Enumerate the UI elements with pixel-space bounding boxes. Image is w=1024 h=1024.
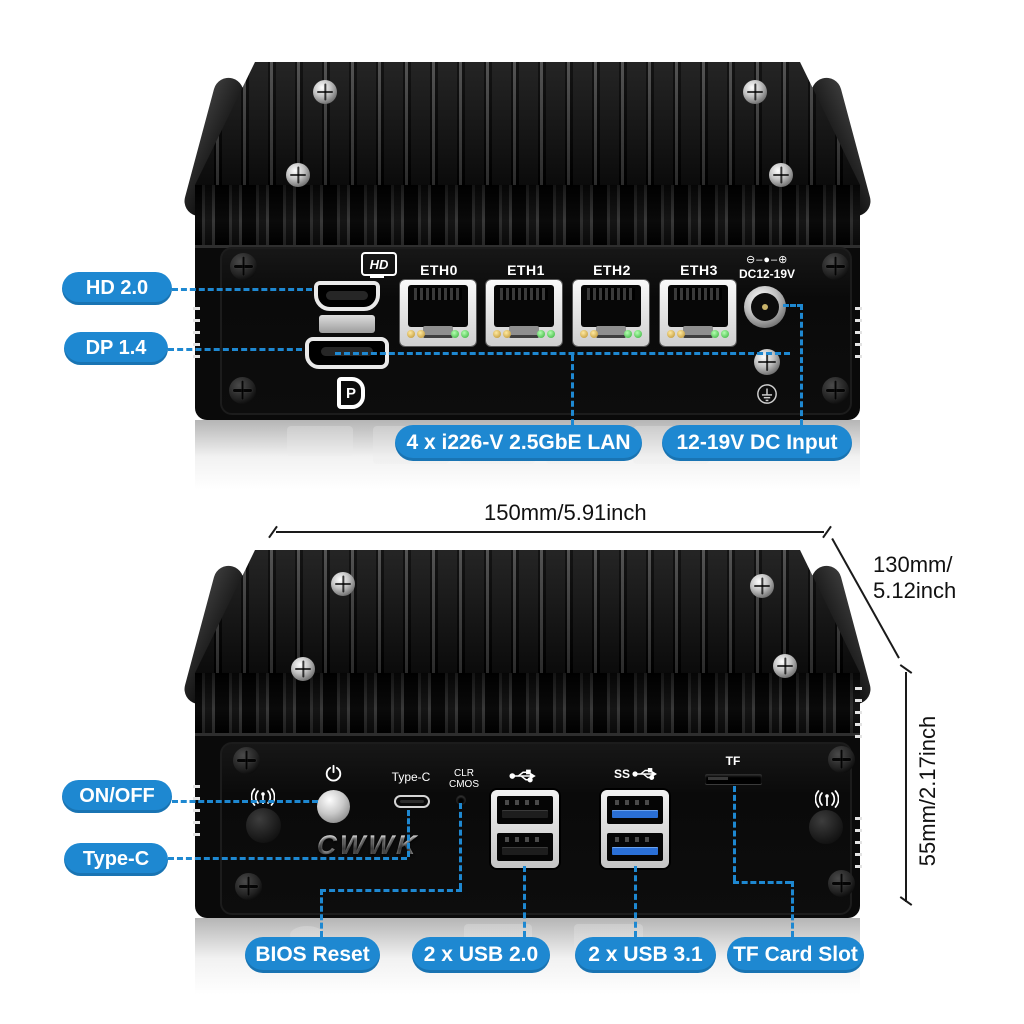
rj45-port-eth2 [573,280,649,346]
leader-line [168,348,302,351]
leader-line [523,866,526,937]
callout-dp: DP 1.4 [64,332,168,365]
eth3-label: ETH3 [680,262,718,278]
displayport-icon-text: P [345,384,356,402]
heatsink-fins-top [195,550,860,673]
screw-icon [233,747,260,774]
screw-icon [286,163,310,187]
rj45-port-eth3 [660,280,736,346]
type-c-port [394,795,430,808]
polarity-icon: ⊖–●–⊕ [746,254,789,266]
screw-icon [235,873,262,900]
screw-icon [773,654,797,678]
tf-card-slot [705,774,762,784]
heatsink-fins-front [195,185,860,248]
leader-line [407,810,410,857]
leader-line [634,866,637,937]
leader-line [571,355,574,425]
leader-line [320,889,462,892]
dc-power-jack [744,286,786,328]
tf-slot-label: TF [725,754,741,768]
leader-line [791,881,794,937]
screw-icon [828,746,855,773]
type-c-port-label: Type-C [391,770,431,784]
wifi-antenna-icon [815,790,839,808]
vent-notches [193,298,200,360]
screw-icon [828,870,855,897]
eth1-label: ETH1 [507,262,545,278]
leader-line [172,288,312,291]
leader-line [733,881,791,884]
displayport-icon: P [337,377,365,409]
leader-line [172,800,318,803]
dimension-width-line [276,531,824,533]
ground-icon [757,384,777,404]
hdmi-icon: HD [361,252,397,276]
screw-icon [229,377,256,404]
callout-lan: 4 x i226-V 2.5GbE LAN [395,425,642,461]
screw-icon [822,253,849,280]
leader-line [168,857,407,860]
rj45-port-eth1 [486,280,562,346]
vent-notches [855,808,862,872]
leader-line [800,304,803,425]
leader-line [335,352,790,355]
callout-bios-reset: BIOS Reset [245,937,380,973]
eth0-label: ETH0 [420,262,458,278]
callout-type-c: Type-C [64,843,168,876]
screw-icon [743,80,767,104]
dimension-height-label: 55mm/2.17inch [915,715,940,867]
vent-notches [193,776,200,840]
screw-icon [313,80,337,104]
usb3-dual-port [601,790,669,868]
hdmi-icon-stand [370,276,384,278]
screw-icon [750,574,774,598]
leader-line [459,803,462,889]
rear-io-panel: HD P ETH0 ETH1 ETH2 ETH3 [220,247,852,415]
screw-icon [822,377,849,404]
usb2-icon [509,769,536,783]
callout-usb3: 2 x USB 3.1 [575,937,716,973]
screw-icon [769,163,793,187]
wifi-antenna-icon [251,788,275,806]
antenna-hole [809,810,843,844]
power-button [317,790,350,823]
mini-pc-front-view: Type-C CLR CMOS [181,548,874,918]
mini-pc-rear-view: HD P ETH0 ETH1 ETH2 ETH3 [181,60,874,420]
eth2-label: ETH2 [593,262,631,278]
dimension-depth-label: 130mm/ 5.12inch [873,552,957,603]
dc-voltage-label: DC12-19V [739,267,796,281]
dimension-height-line [905,672,907,902]
clr-cmos-label: CLR CMOS [449,768,479,790]
callout-dc-input: 12-19V DC Input [662,425,852,461]
dimension-width-label: 150mm/5.91inch [484,500,647,525]
callout-hdmi: HD 2.0 [62,272,172,305]
power-icon [325,764,342,782]
vent-notches [855,678,862,742]
usb3-ss-icon: SS [614,766,660,782]
callout-tf-slot: TF Card Slot [727,937,864,973]
front-io-panel: Type-C CLR CMOS [220,742,855,915]
leader-line [320,889,323,937]
cmos-reset-pinhole [457,796,465,804]
callout-power: ON/OFF [62,780,172,813]
leader-line [733,786,736,881]
port-blank-filler [319,315,375,333]
screw-icon [331,572,355,596]
screw-icon [230,253,257,280]
rj45-port-eth0 [400,280,476,346]
heatsink-fins-front [195,673,860,736]
usb2-dual-port [491,790,559,868]
hdmi-port [314,281,380,311]
hdmi-icon-text: HD [369,256,389,272]
screw-icon [291,657,315,681]
antenna-hole [246,808,281,843]
vent-notches [855,298,862,360]
leader-line [783,304,803,307]
callout-usb2: 2 x USB 2.0 [412,937,550,973]
